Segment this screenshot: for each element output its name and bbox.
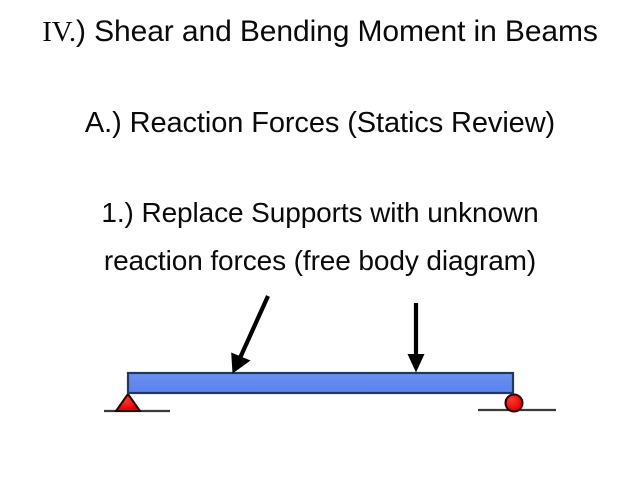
inclined-point-load-arrowhead <box>231 352 251 374</box>
section-subtitle: A.) Reaction Forces (Statics Review) <box>84 107 556 139</box>
inclined-point-load-arrow-shaft <box>238 295 270 359</box>
pin-support-triangle <box>114 392 142 412</box>
bullet-line-1: 1.) Replace Supports with unknown <box>101 197 539 228</box>
title-text: ) Shear and Bending Moment in Beams <box>76 15 598 48</box>
vertical-point-load-arrowhead <box>407 354 425 373</box>
bullet-line-2: reaction forces (free body diagram) <box>103 245 537 276</box>
free-body-diagram <box>0 280 640 440</box>
roller-support-circle <box>504 393 524 413</box>
page-title: IV.) Shear and Bending Moment in Beams <box>0 13 640 51</box>
beam-member <box>126 371 515 395</box>
title-roman-numeral: IV. <box>42 16 76 48</box>
